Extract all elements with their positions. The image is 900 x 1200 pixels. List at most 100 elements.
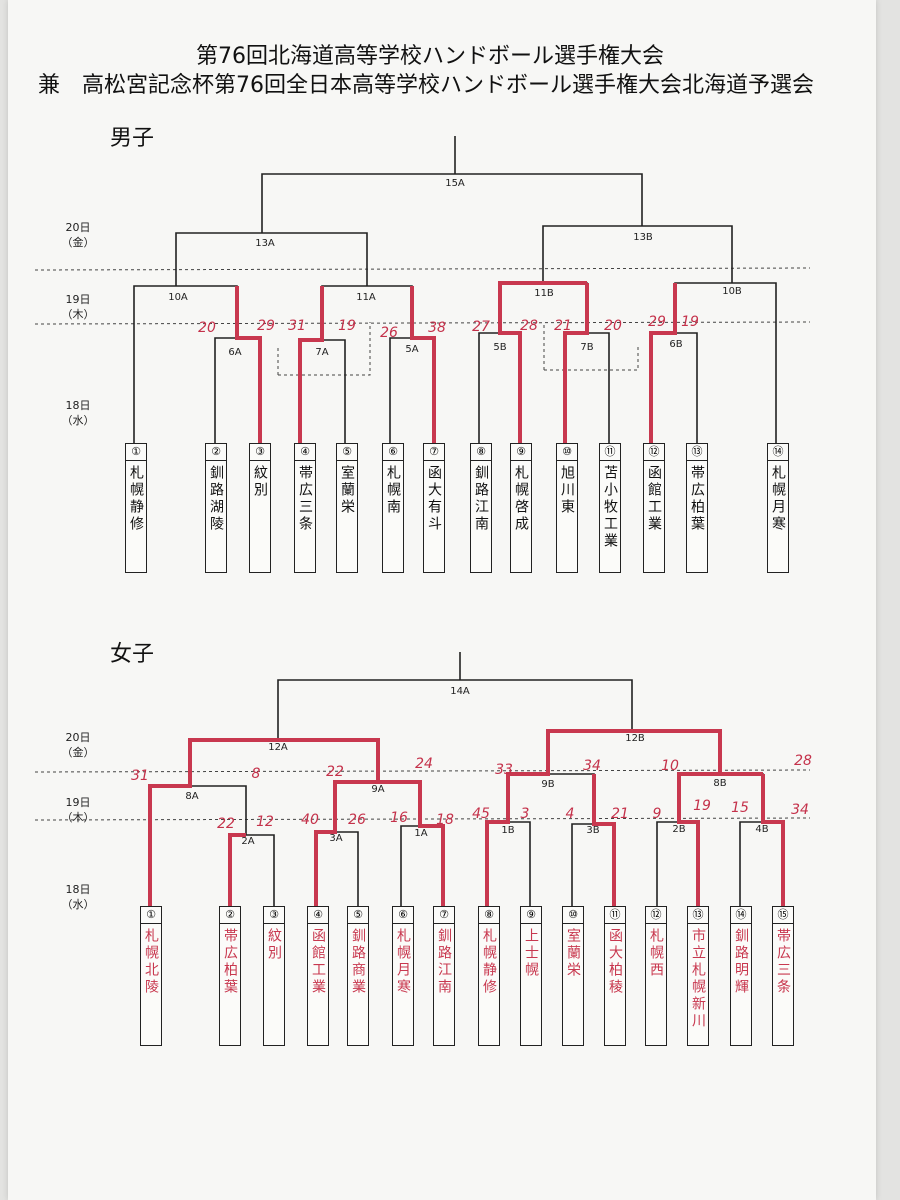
boys-score: 21 [554,318,572,334]
day-weekday: （木） [61,308,95,321]
girls-game-label: 8B [713,778,726,789]
seed-number: ⑥ [383,444,403,461]
girls-section-label: 女子 [110,642,155,667]
boys-game-label: 11A [356,292,376,303]
day-weekday: （木） [61,811,95,824]
team-name: 釧路湖陵 [208,465,224,533]
seed-number: ⑨ [521,907,541,924]
girls-game-label: 14A [450,686,470,697]
girls-winner-path [677,772,763,906]
team-name: 札幌南 [385,465,401,516]
seed-number: ② [220,907,240,924]
boys-game-label: 5A [405,344,418,355]
girls-game-label: 1A [414,828,427,839]
team-name: 帯広柏葉 [222,928,238,996]
girls-day-label: 19日 （木） [60,795,96,825]
boys-game-label: 6A [228,347,241,358]
boys-score: 31 [288,318,306,334]
seed-number: ⑦ [434,907,454,924]
team-name: 室蘭栄 [565,928,581,979]
girls-winner-path [378,780,445,906]
boys-game-label: 7A [315,347,328,358]
boys-dashed-connector [278,322,371,376]
title-line-1: 第76回北海道高等学校ハンドボール選手権大会 [196,44,664,69]
seed-number: ⑧ [471,444,491,461]
seed-number: ⑫ [644,444,664,461]
boys-team-box: ⑥ 札幌南 [382,443,404,573]
girls-score: 4 [566,806,575,822]
girls-winner-path [485,729,722,906]
seed-number: ⑦ [424,444,444,461]
girls-score: 19 [693,798,711,814]
girls-score: 16 [390,810,408,826]
team-name: 釧路江南 [436,928,452,996]
team-name: 札幌啓成 [513,465,529,533]
title-line-2: 兼 高松宮記念杯第76回全日本高等学校ハンドボール選手権大会北海道予選会 [38,73,814,98]
girls-score: 18 [436,812,454,828]
team-name: 函大柏稜 [607,928,623,996]
girls-team-box: ⑦ 釧路江南 [433,906,455,1046]
girls-score: 26 [348,812,366,828]
seed-number: ⑫ [646,907,666,924]
boys-score: 27 [472,319,490,335]
girls-score: 8 [252,766,261,782]
boys-day-label: 19日（木） [60,292,96,322]
seed-number: ⑨ [511,444,531,461]
boys-team-box: ⑨ 札幌啓成 [510,443,532,573]
boys-game-label: 10A [168,292,188,303]
boys-score: 29 [648,314,666,330]
boys-bracket-line [175,232,368,286]
seed-number: ⑥ [393,907,413,924]
boys-section-label: 男子 [110,126,155,151]
girls-game-label: 12B [625,733,645,744]
boys-team-box: ④ 帯広三条 [294,443,316,573]
team-name: 函館工業 [310,928,326,996]
girls-score: 28 [794,753,812,769]
boys-winner-path [649,283,677,443]
girls-game-label: 2B [672,824,685,835]
seed-number: ⑩ [563,907,583,924]
day-date: 20日 [65,221,91,234]
team-name: 函大有斗 [426,465,442,533]
girls-score: 34 [791,802,809,818]
girls-game-label: 4B [755,824,768,835]
girls-score: 10 [661,758,679,774]
seed-number: ④ [295,444,315,461]
team-name: 札幌静修 [481,928,497,996]
seed-number: ② [206,444,226,461]
boys-team-box: ② 釧路湖陵 [205,443,227,573]
seed-number: ③ [264,907,284,924]
boys-game-label: 5B [493,342,506,353]
team-name: 帯広三条 [297,465,313,533]
seed-number: ⑪ [600,444,620,461]
boys-score: 26 [380,325,398,341]
day-date: 18日 [65,883,91,896]
day-date: 19日 [65,796,91,809]
boys-bracket-line [261,173,643,233]
team-name: 札幌西 [648,928,664,979]
document-title: 第76回北海道高等学校ハンドボール選手権大会 兼 高松宮記念杯第76回全日本高等… [8,38,900,98]
seed-number: ⑩ [557,444,577,461]
seed-number: ③ [250,444,270,461]
team-name: 市立札幌新川 [690,928,706,1030]
team-name: 紋別 [266,928,282,962]
seed-number: ⑤ [337,444,357,461]
boys-game-label: 7B [580,342,593,353]
girls-day-label: 18日（水） [60,882,96,912]
girls-game-label: 9B [541,779,554,790]
girls-winner-path [148,738,380,906]
day-date: 20日 [65,731,91,744]
girls-game-label: 3B [586,825,599,836]
day-weekday: （金） [61,746,95,759]
